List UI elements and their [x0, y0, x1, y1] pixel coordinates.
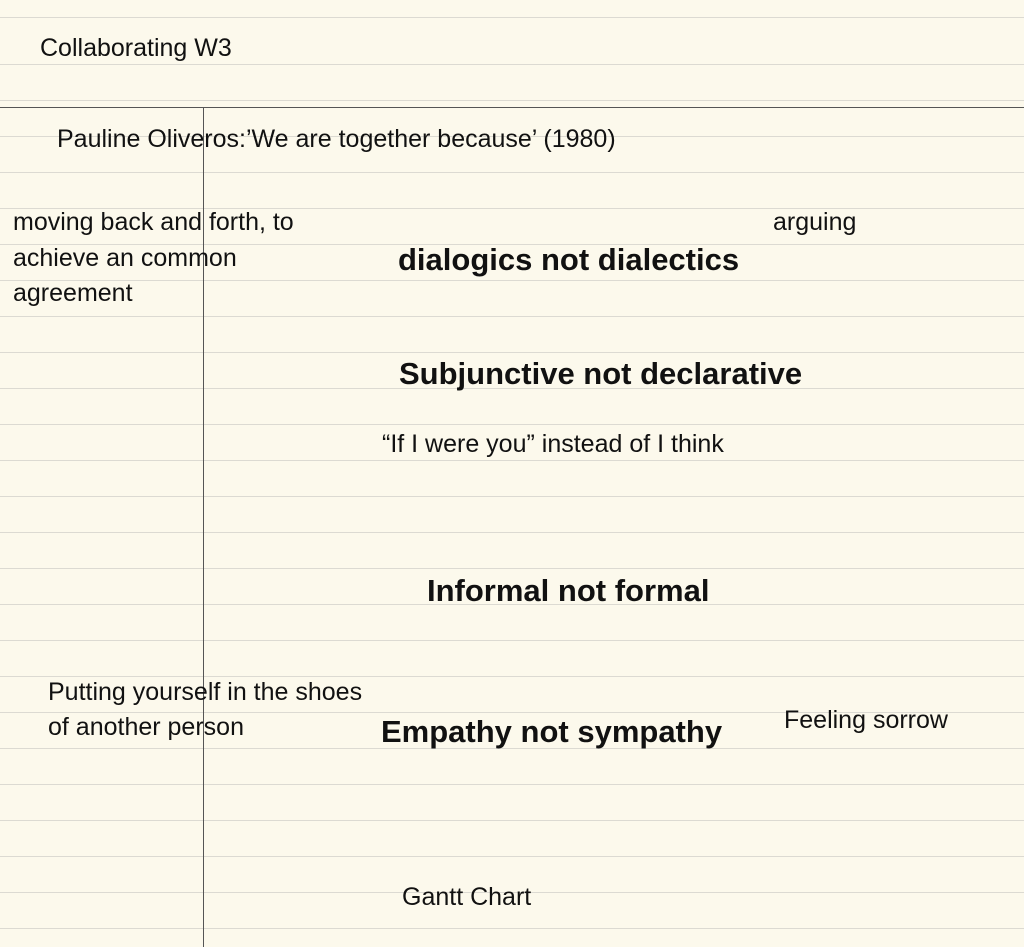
subjunctive-heading: Subjunctive not declarative — [399, 356, 803, 391]
empathy-left-note-line: Putting yourself in the shoes — [48, 678, 363, 706]
dialogics-right-note: arguing — [773, 208, 857, 236]
empathy-left-note-line: of another person — [48, 713, 244, 741]
dialogics-heading: dialogics not dialectics — [398, 242, 740, 277]
empathy-heading: Empathy not sympathy — [381, 714, 723, 749]
margin-line — [203, 107, 204, 947]
dialogics-left-note-line: achieve an common — [13, 244, 237, 272]
footer-note: Gantt Chart — [402, 883, 532, 911]
informal-heading: Informal not formal — [427, 573, 710, 608]
note-subtitle: Pauline Oliveros:’We are together becaus… — [57, 125, 616, 153]
dialogics-left-note-line: agreement — [13, 279, 133, 307]
dialogics-left-note-line: moving back and forth, to — [13, 208, 294, 236]
empathy-right-note: Feeling sorrow — [784, 706, 948, 734]
note-title: Collaborating W3 — [40, 34, 232, 62]
subjunctive-example: “If I were you” instead of I think — [382, 430, 724, 458]
header-divider — [0, 107, 1024, 108]
